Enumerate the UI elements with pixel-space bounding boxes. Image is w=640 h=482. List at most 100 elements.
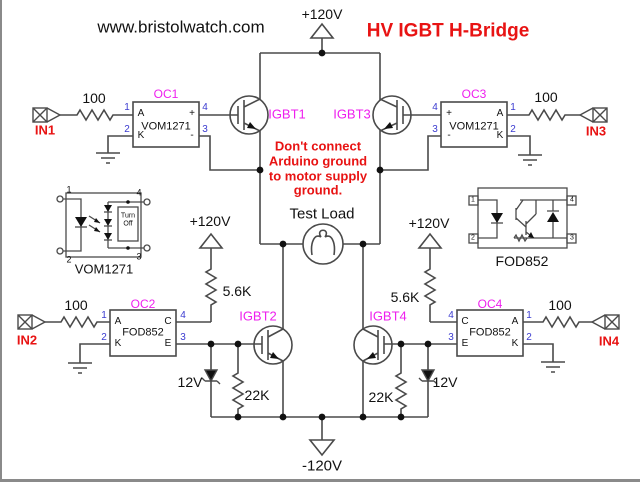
oc2-pin-letter: C <box>164 316 172 327</box>
ground-symbols <box>68 152 565 374</box>
oc2-part: FOD852 <box>122 326 164 339</box>
vom-detail-pin: 1 <box>66 184 72 195</box>
oc3-pin-letter: - <box>447 130 451 141</box>
zener-value-right: 12V <box>432 374 458 390</box>
ground-icon <box>96 152 120 164</box>
oc1-pin-number: 1 <box>124 102 130 113</box>
connector-in4-icon <box>590 314 620 330</box>
oc3-pin-letter: K <box>496 130 504 141</box>
oc3-pin-number: 1 <box>510 102 516 113</box>
oc4-pin-number: 4 <box>448 310 454 321</box>
vom1271-detail <box>56 192 151 258</box>
zener-right-icon <box>418 369 438 385</box>
resistor-5k6-right <box>423 264 437 308</box>
resistor-value: 5.6K <box>222 283 252 299</box>
resistor-symbols <box>56 108 582 412</box>
resistor-value: 100 <box>548 297 572 313</box>
oc2-ref: OC2 <box>130 297 156 311</box>
vom-detail-pin: 3 <box>136 251 142 262</box>
oc3-pin-number: 4 <box>432 102 438 113</box>
oc1-box <box>132 101 200 148</box>
oc4-part: FOD852 <box>469 326 511 339</box>
fod-detail-pin: 4 <box>570 196 574 204</box>
supply-label-bottom: -120V <box>301 457 343 475</box>
oc3-part: VOM1271 <box>449 120 499 133</box>
supply-label-mid-left: +120V <box>189 213 231 229</box>
supply-label-mid-right: +120V <box>408 215 450 231</box>
vom-detail-pin: 2 <box>66 254 72 265</box>
ground-icon <box>68 362 92 374</box>
resistor-in2 <box>56 315 100 329</box>
resistor-in1 <box>72 108 116 122</box>
ground-icon <box>541 361 565 373</box>
igbt2-symbol <box>176 325 293 365</box>
vom-detail-part: VOM1271 <box>74 261 134 277</box>
igbt3-label: IGBT3 <box>333 106 371 122</box>
igbt3-symbol <box>372 95 441 135</box>
resistor-value: 22K <box>244 387 270 403</box>
oc4-pin-number: 3 <box>448 332 454 343</box>
input-label-in1: IN1 <box>34 122 56 138</box>
resistor-in3 <box>524 108 568 122</box>
window-edge-bottom <box>0 479 640 482</box>
test-load-lamp <box>302 223 344 265</box>
website-text: www.bristolwatch.com <box>97 17 265 37</box>
resistor-22k-right <box>394 368 408 412</box>
optocoupler-boxes <box>109 101 524 357</box>
vee-arrow-bottom <box>308 439 336 457</box>
warning-line: to motor supply <box>268 168 368 184</box>
oc2-pin-number: 2 <box>101 332 107 343</box>
oc3-pin-number: 3 <box>432 124 438 135</box>
oc2-pin-letter: K <box>114 338 122 349</box>
window-edge-left <box>0 0 2 482</box>
oc1-ref: OC1 <box>153 87 179 101</box>
oc4-pin-letter: E <box>461 338 469 349</box>
vcc-arrow-top <box>309 22 335 39</box>
fod-detail-part: FOD852 <box>495 253 549 269</box>
igbt-symbols <box>176 95 457 365</box>
vcc-arrow-mid-right <box>417 232 443 249</box>
input-label-in3: IN3 <box>585 123 607 139</box>
oc4-pin-number: 2 <box>526 332 532 343</box>
fod-detail-pin: 1 <box>471 196 475 204</box>
oc3-ref: OC3 <box>461 87 487 101</box>
turn-off-text: Off <box>123 220 133 228</box>
oc1-pin-letter: + <box>189 108 195 119</box>
oc2-pin-letter: E <box>164 338 172 349</box>
igbt1-label: IGBT1 <box>268 106 306 122</box>
fod-detail-pin: 3 <box>570 234 574 242</box>
resistor-value: 100 <box>64 297 88 313</box>
turn-off-box <box>117 206 139 242</box>
oc3-box <box>440 101 508 148</box>
oc3-pin-number: 2 <box>510 124 516 135</box>
oc4-pin-number: 1 <box>526 310 532 321</box>
input-label-in4: IN4 <box>598 333 620 349</box>
connector-in3-icon <box>578 107 608 123</box>
resistor-value: 100 <box>534 89 558 105</box>
oc2-box <box>109 309 177 357</box>
power-rail-symbols <box>198 22 443 457</box>
resistor-value: 5.6K <box>390 289 420 305</box>
ground-icon <box>518 154 542 166</box>
oc1-part: VOM1271 <box>141 120 191 133</box>
igbt4-symbol <box>353 325 457 365</box>
test-load-label: Test Load <box>289 205 355 223</box>
oc4-ref: OC4 <box>477 297 503 311</box>
igbt4-label: IGBT4 <box>369 308 407 324</box>
igbt1-symbol <box>199 95 269 135</box>
resistor-5k6-left <box>204 264 218 308</box>
connector-in2-icon <box>17 314 47 330</box>
connector-in1-icon <box>32 107 62 123</box>
input-connectors <box>17 107 620 330</box>
resistor-value: 100 <box>82 90 106 106</box>
resistor-22k-left <box>231 368 245 412</box>
oc4-pin-letter: K <box>511 338 519 349</box>
zener-diodes <box>201 369 438 385</box>
fod-detail-pin: 2 <box>471 234 475 242</box>
oc1-pin-number: 2 <box>124 124 130 135</box>
oc4-pin-letter: A <box>511 316 519 327</box>
warning-line: Don't connect <box>274 138 362 154</box>
oc1-pin-number: 4 <box>202 102 208 113</box>
